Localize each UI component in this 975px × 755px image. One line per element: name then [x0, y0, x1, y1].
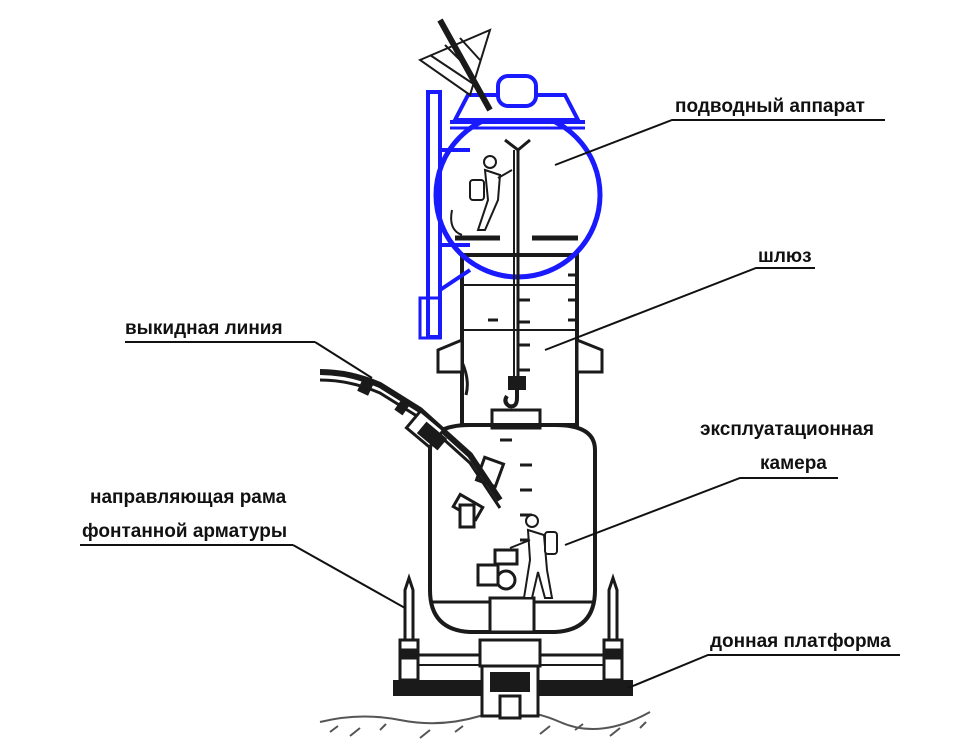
leader-airlock: [544, 267, 815, 351]
diver-figure-icon: [450, 155, 513, 236]
crane-hook-icon: [503, 376, 526, 409]
label-bottom-platform: донная платформа: [710, 631, 891, 652]
airlock: [436, 253, 604, 427]
guide-post-left: [398, 573, 420, 682]
leader-operating-chamber: [564, 477, 838, 546]
label-flow-line: выкидная линия: [125, 318, 283, 339]
flow-line: [319, 369, 503, 509]
guide-post-right: [602, 573, 624, 682]
leader-guide-frame-diag: [292, 544, 406, 609]
leader-lines: [80, 119, 900, 689]
label-guide-frame-1: направляющая рама: [90, 487, 287, 508]
label-underwater-vehicle: подводный аппарат: [675, 96, 865, 117]
diver-figure-icon: [509, 514, 558, 599]
leader-flow-line-diag: [314, 341, 373, 379]
leader-underwater-vehicle: [554, 119, 885, 166]
label-airlock: шлюз: [758, 246, 812, 267]
underwater-vehicle: [417, 18, 603, 340]
label-operating-chamber-2: камера: [760, 453, 827, 474]
label-operating-chamber-1: эксплуатационная: [700, 419, 874, 440]
seabed-ground: [319, 710, 651, 739]
bottom-platform: [393, 638, 633, 720]
leader-bottom-platform: [627, 654, 900, 689]
hoist-cable: [504, 138, 531, 380]
label-guide-frame-2: фонтанной арматуры: [82, 521, 287, 542]
